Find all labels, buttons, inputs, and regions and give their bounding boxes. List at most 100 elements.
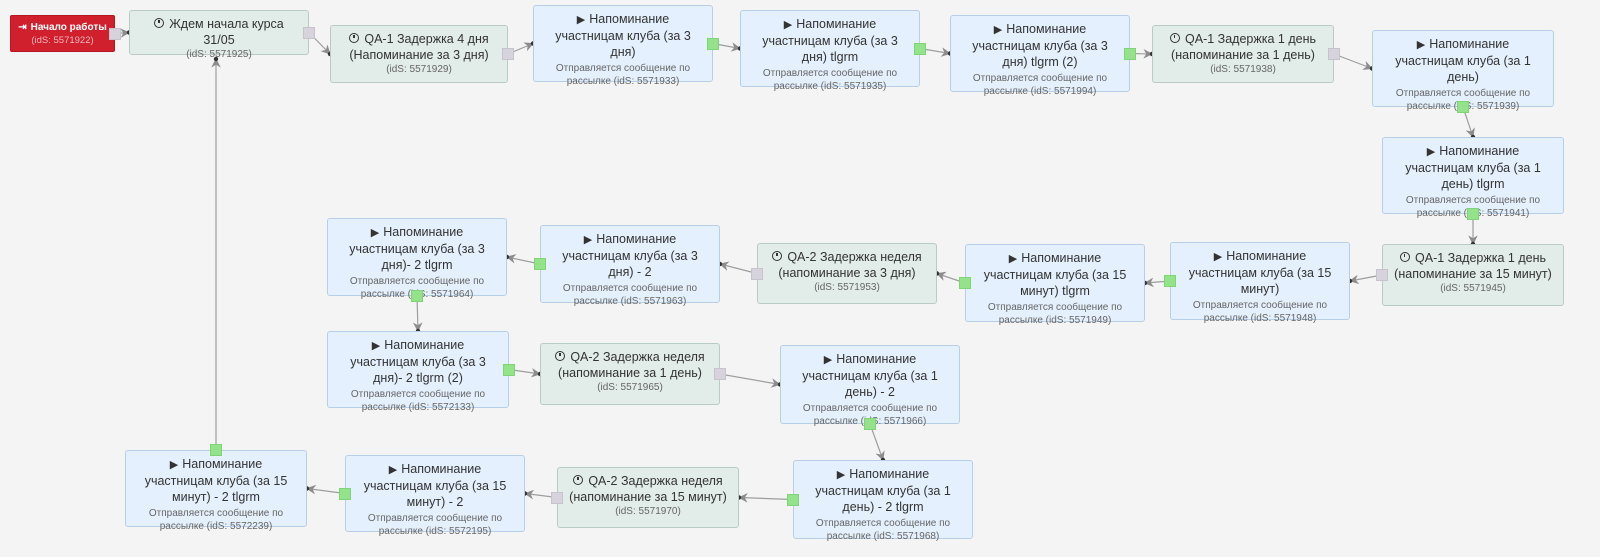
clock-icon: [1170, 33, 1181, 43]
node-ids: (idS: 5571925): [186, 49, 252, 60]
output-connector-active[interactable]: [534, 258, 546, 270]
output-connector-active[interactable]: [959, 277, 971, 289]
node-title: Ждем начала курса 31/05: [130, 11, 308, 48]
node-subtitle-text: Отправляется сообщение по рассылке: [562, 283, 698, 307]
output-connector-idle[interactable]: [502, 48, 514, 60]
node-title: ▶Напоминание участницам клуба (за 15 мин…: [966, 245, 1144, 299]
message-node[interactable]: ▶Напоминание участницам клуба (за 15 мин…: [345, 455, 525, 537]
play-icon: ▶: [1426, 146, 1436, 158]
output-connector-active[interactable]: [411, 290, 423, 302]
node-ids: (idS: 5571941): [1460, 208, 1530, 219]
node-title-text: QA-1 Задержка 1 день (напоминание за 1 д…: [1171, 32, 1316, 62]
output-connector-active[interactable]: [1124, 47, 1136, 60]
node-title: ▶Напоминание участницам клуба (за 1 день…: [781, 346, 959, 400]
play-icon: ▶: [1416, 39, 1426, 51]
node-subtitle-text: Отправляется сообщение по рассылке: [815, 518, 951, 542]
delay-node[interactable]: Ждем начала курса 31/05 (idS: 5571925): [129, 10, 309, 60]
node-ids: (idS: 5572195): [422, 526, 492, 537]
node-subtitle: Отправляется сообщение по рассылке (idS:…: [346, 510, 524, 538]
output-connector-active[interactable]: [503, 363, 515, 376]
output-connector-active[interactable]: [864, 418, 876, 430]
delay-node[interactable]: QA-2 Задержка неделя (напоминание за 1 д…: [540, 343, 720, 405]
play-icon: ▶: [1008, 253, 1018, 265]
node-title-text: Ждем начала курса 31/05: [169, 17, 284, 47]
node-ids: (idS: 5571963): [617, 296, 687, 307]
node-title: ▶Напоминание участницам клуба (за 15 мин…: [126, 451, 306, 505]
delay-node[interactable]: QA-1 Задержка 4 дня (Напоминание за 3 дн…: [330, 25, 508, 83]
node-subtitle: Отправляется сообщение по рассылке (idS:…: [328, 273, 506, 301]
node-subtitle-text: Отправляется сообщение по рассылке: [802, 403, 938, 427]
node-subtitle: Отправляется сообщение по рассылке (idS:…: [966, 299, 1144, 327]
node-subtitle-text: Отправляется сообщение по рассылке: [1405, 195, 1541, 219]
delay-node[interactable]: QA-1 Задержка 1 день (напоминание за 15 …: [1382, 244, 1564, 306]
node-title-text: QA-2 Задержка неделя (напоминание за 15 …: [569, 474, 727, 504]
delay-node[interactable]: QA-2 Задержка неделя (напоминание за 3 д…: [757, 243, 937, 304]
node-title-text: Напоминание участницам клуба (за 1 день)…: [815, 467, 951, 514]
message-node[interactable]: ▶Напоминание участницам клуба (за 1 день…: [793, 460, 973, 542]
node-title-text: Напоминание участницам клуба (за 3 дня)-…: [350, 338, 486, 385]
connection-arrow[interactable]: [738, 493, 794, 503]
node-ids: (idS: 5571966): [857, 416, 927, 427]
connection-arrow[interactable]: [719, 373, 781, 388]
output-connector-active[interactable]: [787, 493, 799, 506]
node-title-text: Напоминание участницам клуба (за 3 дня) …: [562, 232, 698, 279]
play-icon: ▶: [783, 19, 793, 31]
play-icon: ▶: [823, 354, 833, 366]
output-connector-active[interactable]: [1457, 101, 1469, 113]
message-node[interactable]: ▶Напоминание участницам клуба (за 3 дня)…: [327, 331, 509, 413]
message-node[interactable]: ▶Напоминание участницам клуба (за 1 день…: [1372, 30, 1554, 112]
clock-icon: [555, 351, 566, 361]
node-ids: (idS: 5571968): [870, 531, 940, 542]
node-title-text: QA-2 Задержка неделя (напоминание за 1 д…: [558, 350, 705, 380]
output-connector-idle[interactable]: [109, 27, 121, 40]
delay-node[interactable]: QA-1 Задержка 1 день (напоминание за 1 д…: [1152, 25, 1334, 83]
node-title-text: Напоминание участницам клуба (за 3 дня) …: [972, 22, 1108, 69]
play-icon: ▶: [836, 469, 846, 481]
delay-node[interactable]: QA-2 Задержка неделя (напоминание за 15 …: [557, 467, 739, 528]
output-connector-idle[interactable]: [1376, 269, 1388, 281]
node-title-text: Напоминание участницам клуба (за 3 дня) …: [762, 17, 898, 64]
node-title: QA-1 Задержка 1 день (напоминание за 1 д…: [1153, 26, 1333, 63]
message-node[interactable]: ▶Напоминание участницам клуба (за 3 дня)…: [533, 5, 713, 87]
output-connector-idle[interactable]: [551, 491, 563, 504]
message-node[interactable]: ▶Напоминание участницам клуба (за 3 дня)…: [950, 15, 1130, 97]
output-connector-idle[interactable]: [303, 26, 315, 39]
message-node[interactable]: ▶Напоминание участницам клуба (за 15 мин…: [125, 450, 307, 532]
output-connector-active[interactable]: [1467, 208, 1479, 220]
node-title-text: Напоминание участницам клуба (за 15 мину…: [1188, 249, 1332, 296]
node-title: ▶Напоминание участницам клуба (за 3 дня)…: [541, 226, 719, 280]
node-title-text: Напоминание участницам клуба (за 1 день)…: [1405, 144, 1541, 191]
node-title: QA-2 Задержка неделя (напоминание за 3 д…: [758, 244, 936, 281]
start-node[interactable]: ⇥Начало работы(idS: 5571922): [10, 15, 115, 52]
message-node[interactable]: ▶Напоминание участницам клуба (за 15 мин…: [1170, 242, 1350, 324]
message-node[interactable]: ▶Напоминание участницам клуба (за 3 дня)…: [327, 218, 507, 300]
message-node[interactable]: ▶Напоминание участницам клуба (за 3 дня)…: [540, 225, 720, 307]
node-subtitle: Отправляется сообщение по рассылке (idS:…: [126, 505, 306, 533]
play-icon: ▶: [576, 14, 586, 26]
clock-icon: [1400, 252, 1411, 262]
node-title-text: Напоминание участницам клуба (за 3 дня)-…: [349, 225, 485, 272]
message-node[interactable]: ▶Напоминание участницам клуба (за 1 день…: [780, 345, 960, 427]
output-connector-active[interactable]: [707, 37, 719, 50]
node-subtitle: Отправляется сообщение по рассылке (idS:…: [741, 65, 919, 93]
output-connector-idle[interactable]: [1328, 48, 1340, 60]
node-subtitle-text: Отправляется сообщение по рассылке: [367, 513, 503, 537]
node-title: ▶Напоминание участницам клуба (за 1 день…: [1383, 138, 1563, 192]
node-ids: (idS: 5571953): [814, 282, 880, 293]
output-connector-active[interactable]: [914, 42, 926, 55]
play-icon: ▶: [583, 234, 593, 246]
node-title: QA-2 Задержка неделя (напоминание за 15 …: [558, 468, 738, 505]
output-connector-active[interactable]: [210, 444, 222, 456]
message-node[interactable]: ▶Напоминание участницам клуба (за 15 мин…: [965, 244, 1145, 326]
output-connector-active[interactable]: [1164, 275, 1176, 287]
message-node[interactable]: ▶Напоминание участницам клуба (за 3 дня)…: [740, 10, 920, 92]
output-connector-idle[interactable]: [751, 267, 763, 280]
node-ids: (idS: 5571933): [610, 76, 680, 87]
output-connector-active[interactable]: [339, 487, 351, 500]
node-ids: (idS: 5571922): [31, 35, 94, 46]
node-ids: (idS: 5571935): [817, 81, 887, 92]
play-icon: ▶: [169, 459, 179, 471]
node-title: ▶Напоминание участницам клуба (за 3 дня)…: [328, 332, 508, 386]
output-connector-idle[interactable]: [714, 368, 726, 380]
message-node[interactable]: ▶Напоминание участницам клуба (за 1 день…: [1382, 137, 1564, 219]
